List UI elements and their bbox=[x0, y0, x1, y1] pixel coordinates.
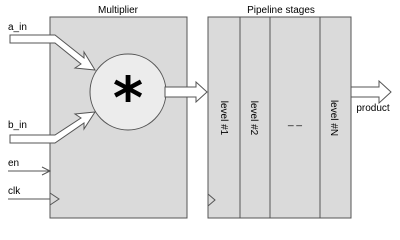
input-label-a: a_in bbox=[8, 22, 27, 33]
clk-edge-marker-icon bbox=[49, 192, 60, 206]
pipelined-multiplier-diagram: Multiplier * a_in b_in en clk Pipeline s… bbox=[8, 5, 392, 219]
pipeline-title: Pipeline stages bbox=[247, 5, 315, 16]
level-label: level #1 bbox=[218, 101, 229, 136]
pipeline-block bbox=[207, 16, 352, 219]
multiplier-to-pipeline-arrow bbox=[164, 80, 208, 104]
multiplier-title: Multiplier bbox=[98, 5, 139, 16]
diagram-canvas: Multiplier * a_in b_in en clk Pipeline s… bbox=[8, 5, 392, 219]
level-label: level #2 bbox=[248, 101, 259, 136]
multiply-operator: * bbox=[113, 64, 143, 132]
en-arrowhead-icon bbox=[41, 166, 52, 176]
output-label-product: product bbox=[356, 103, 390, 114]
input-label-clk: clk bbox=[8, 186, 21, 197]
stage-clock-marker-icon bbox=[207, 193, 216, 207]
pipeline-ellipsis: _ _ bbox=[287, 116, 302, 127]
level-label: level #N bbox=[328, 100, 339, 136]
input-label-b: b_in bbox=[8, 120, 27, 131]
b-input-arrow bbox=[9, 111, 96, 144]
product-output-arrow bbox=[350, 79, 392, 105]
input-label-en: en bbox=[8, 158, 19, 169]
a-input-arrow bbox=[9, 34, 96, 71]
